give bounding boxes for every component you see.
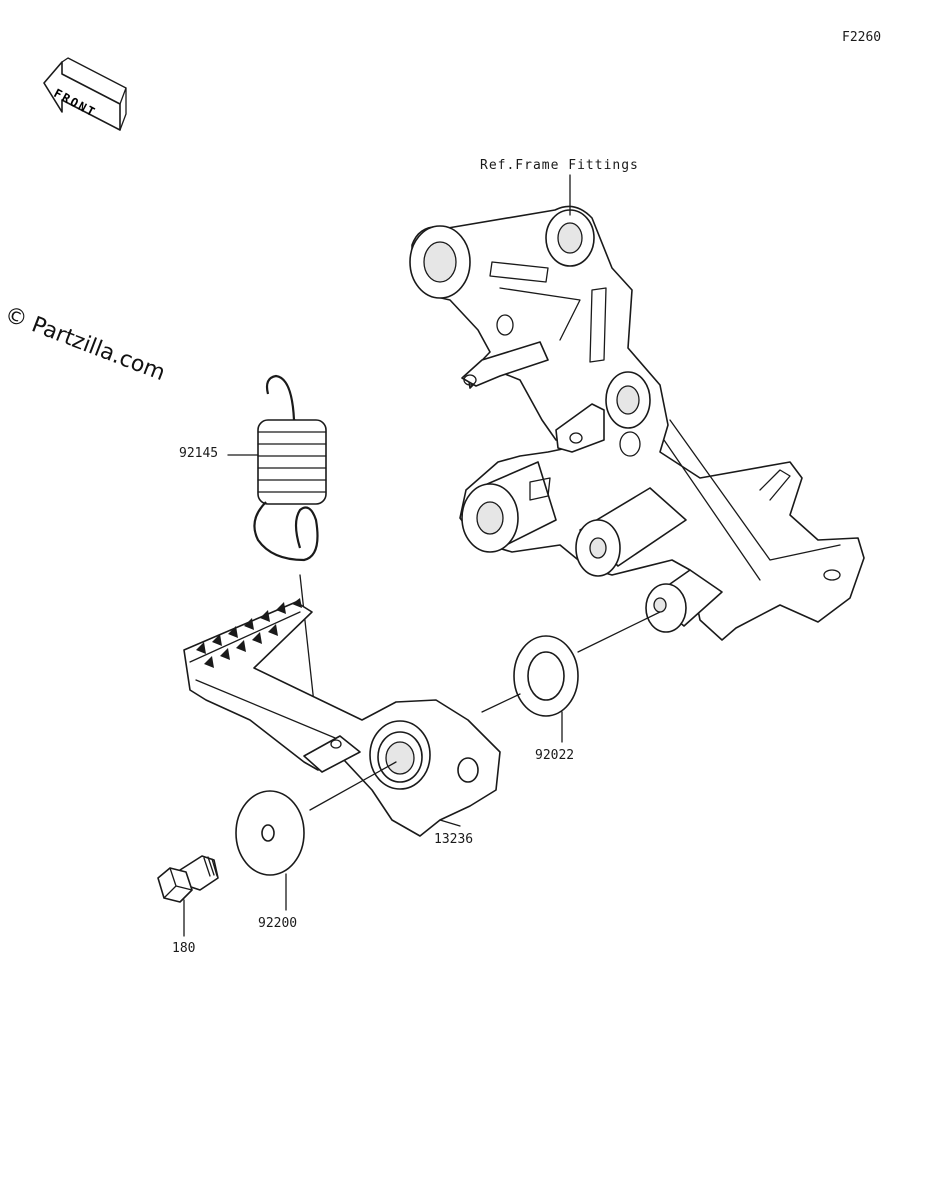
callout-washer-small: 92022	[535, 748, 575, 763]
return-spring	[253, 374, 327, 562]
front-arrow-icon	[43, 57, 127, 131]
callout-spring: 92145	[179, 446, 219, 461]
callout-washer-large: 92200	[258, 916, 298, 931]
bolt-180	[157, 855, 219, 903]
callout-pedal: 13236	[434, 832, 474, 847]
callout-ref-frame: Ref.Frame Fittings	[480, 158, 639, 173]
figure-code: F2260	[842, 30, 882, 45]
frame-bracket	[409, 205, 865, 641]
washer-92200	[235, 790, 305, 876]
brake-pedal	[183, 598, 501, 837]
callout-bolt: 180	[172, 941, 196, 956]
washer-92022	[513, 635, 579, 717]
